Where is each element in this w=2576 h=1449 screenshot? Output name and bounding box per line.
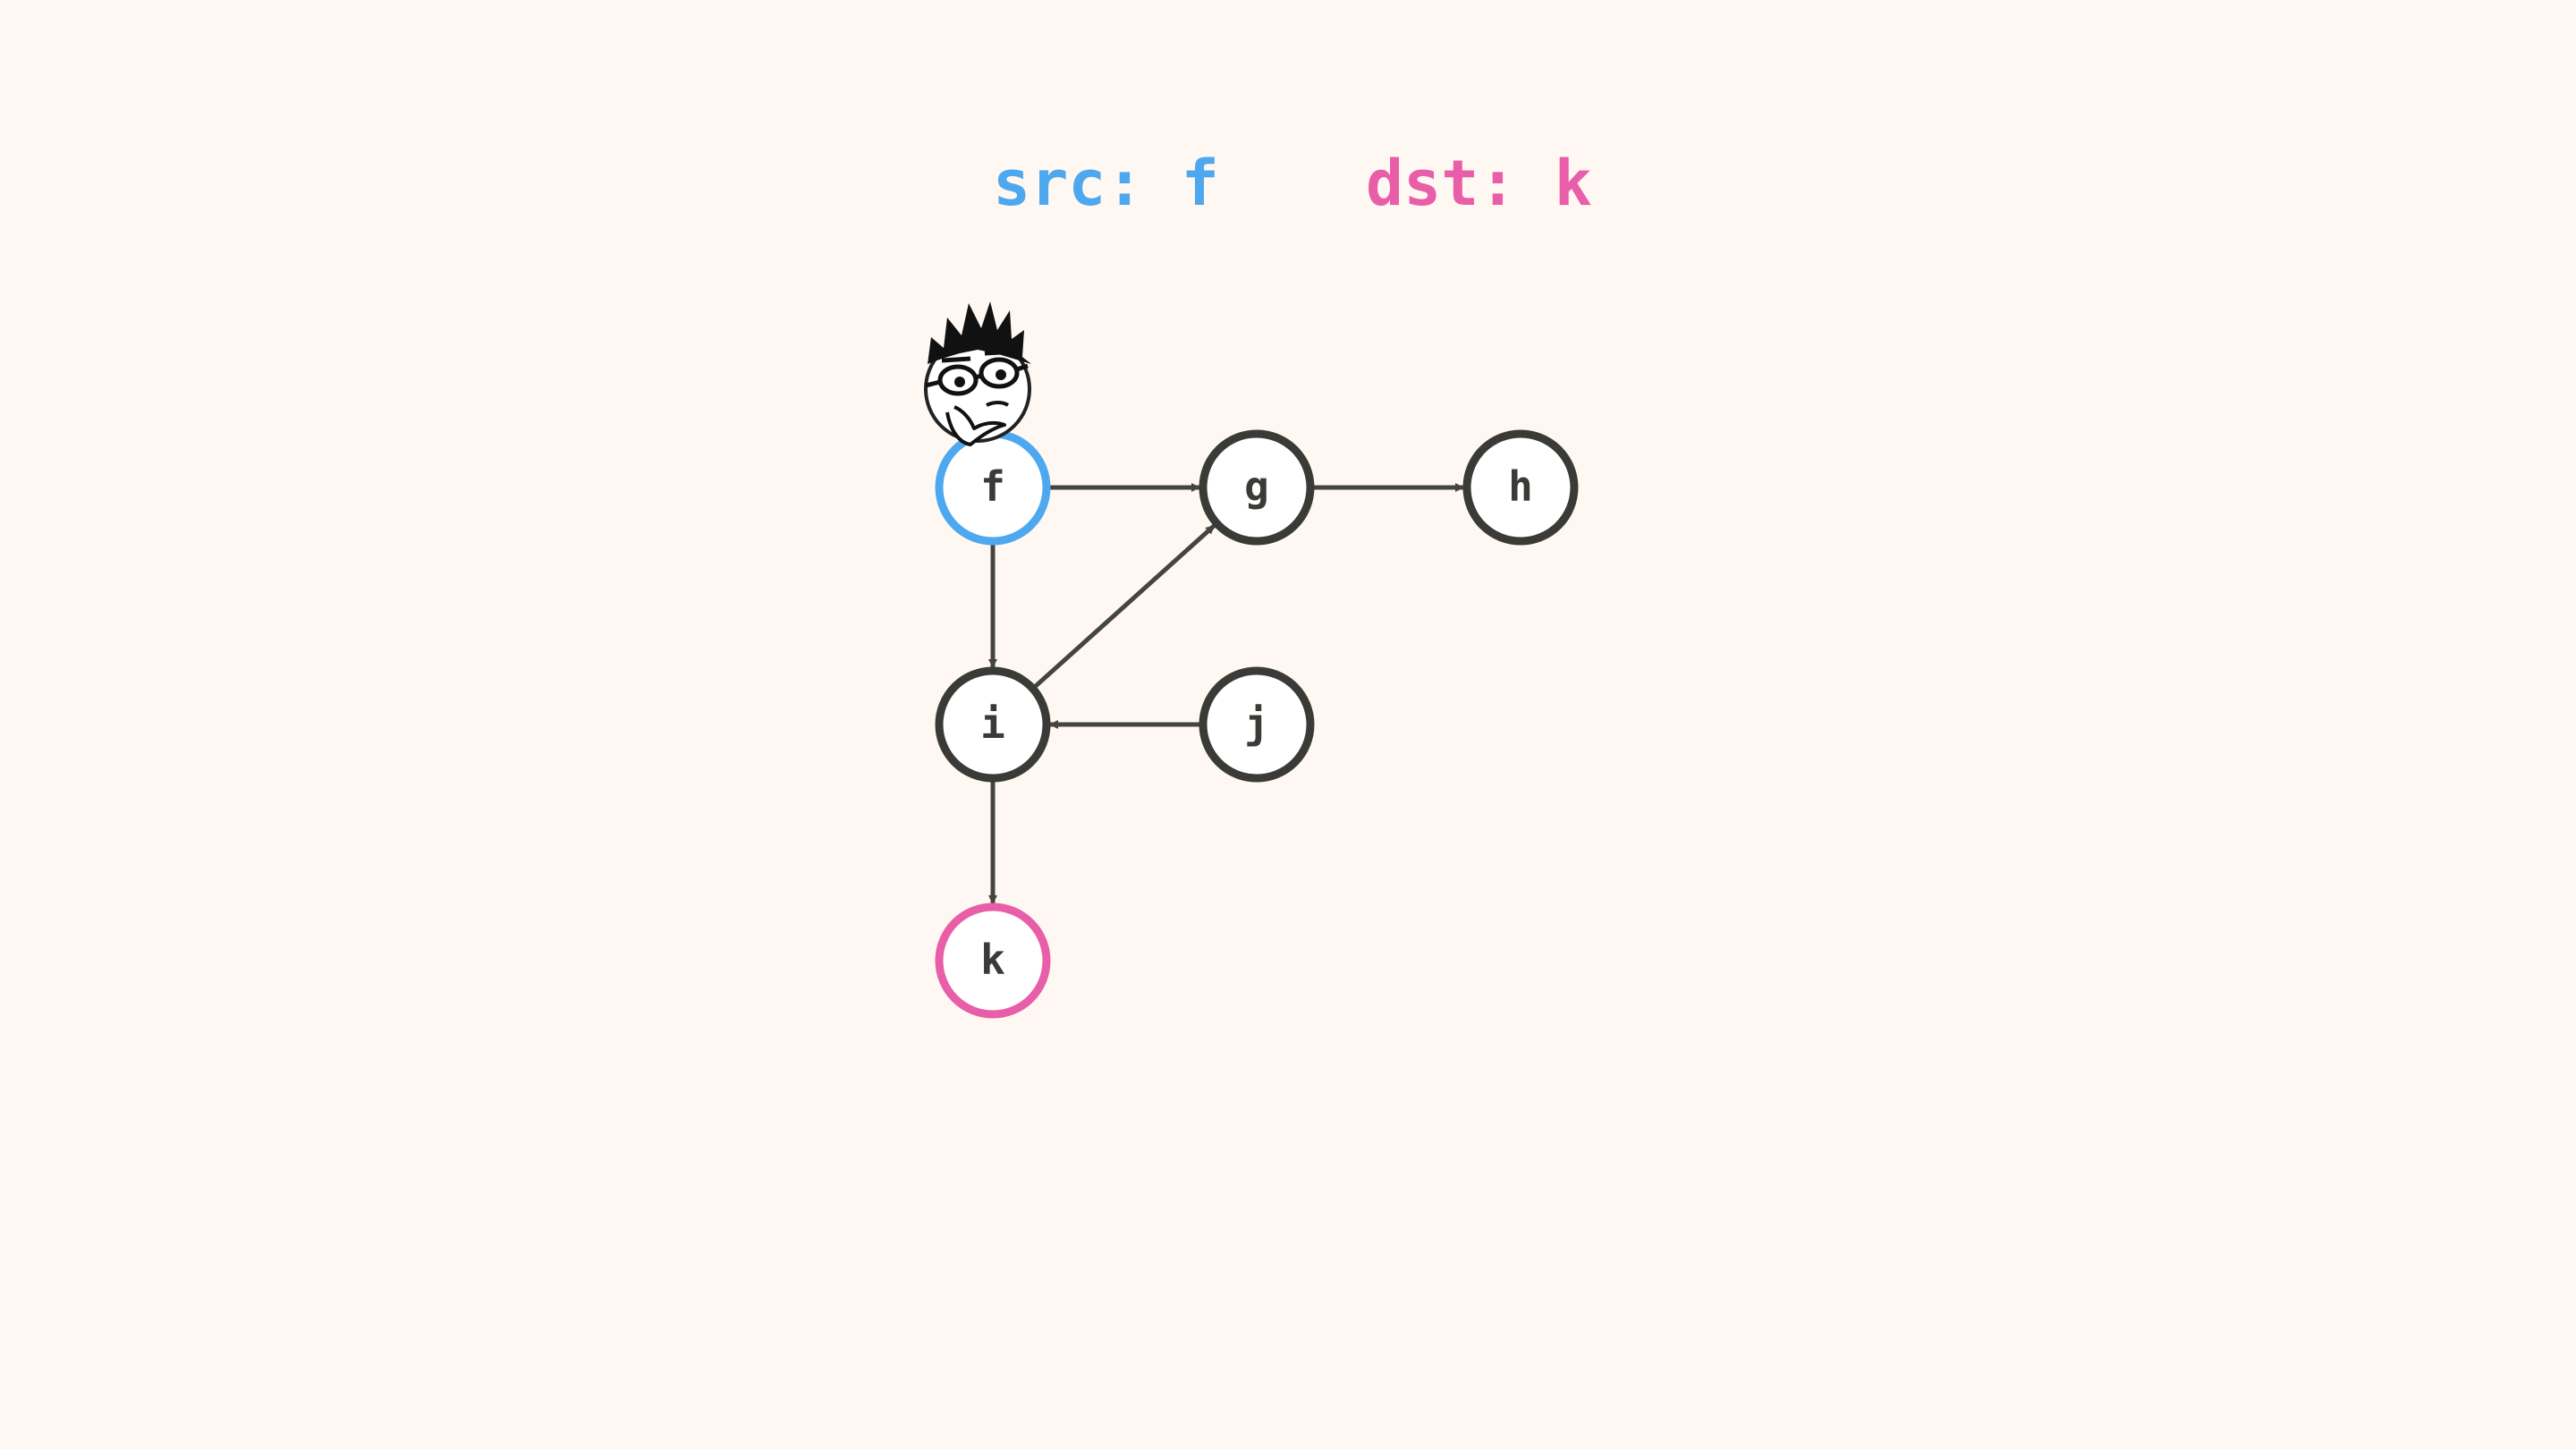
edges	[988, 483, 1464, 904]
node-h: h	[1462, 429, 1579, 546]
node-h-circle	[1462, 429, 1579, 546]
node-f-label: f	[980, 462, 1005, 511]
node-i-circle	[935, 666, 1051, 783]
node-k-label: k	[980, 936, 1005, 984]
node-i: i	[935, 666, 1051, 783]
source-label: src: f	[993, 147, 1219, 220]
node-j-label: j	[1244, 699, 1269, 748]
node-f: f	[935, 429, 1051, 546]
thinking-person-icon	[924, 301, 1031, 446]
edge-i-to-g	[1032, 523, 1216, 690]
node-k: k	[935, 902, 1051, 1019]
node-h-label: h	[1508, 462, 1533, 511]
node-i-label: i	[980, 699, 1005, 748]
node-g: g	[1199, 429, 1315, 546]
node-j: j	[1199, 666, 1315, 783]
nodes: f g h i j k	[935, 429, 1579, 1019]
header: src: f dst: k	[0, 134, 2576, 233]
destination-label: dst: k	[1366, 147, 1592, 220]
node-g-circle	[1199, 429, 1315, 546]
node-k-circle	[935, 902, 1051, 1019]
node-j-circle	[1199, 666, 1315, 783]
node-g-label: g	[1244, 462, 1269, 511]
